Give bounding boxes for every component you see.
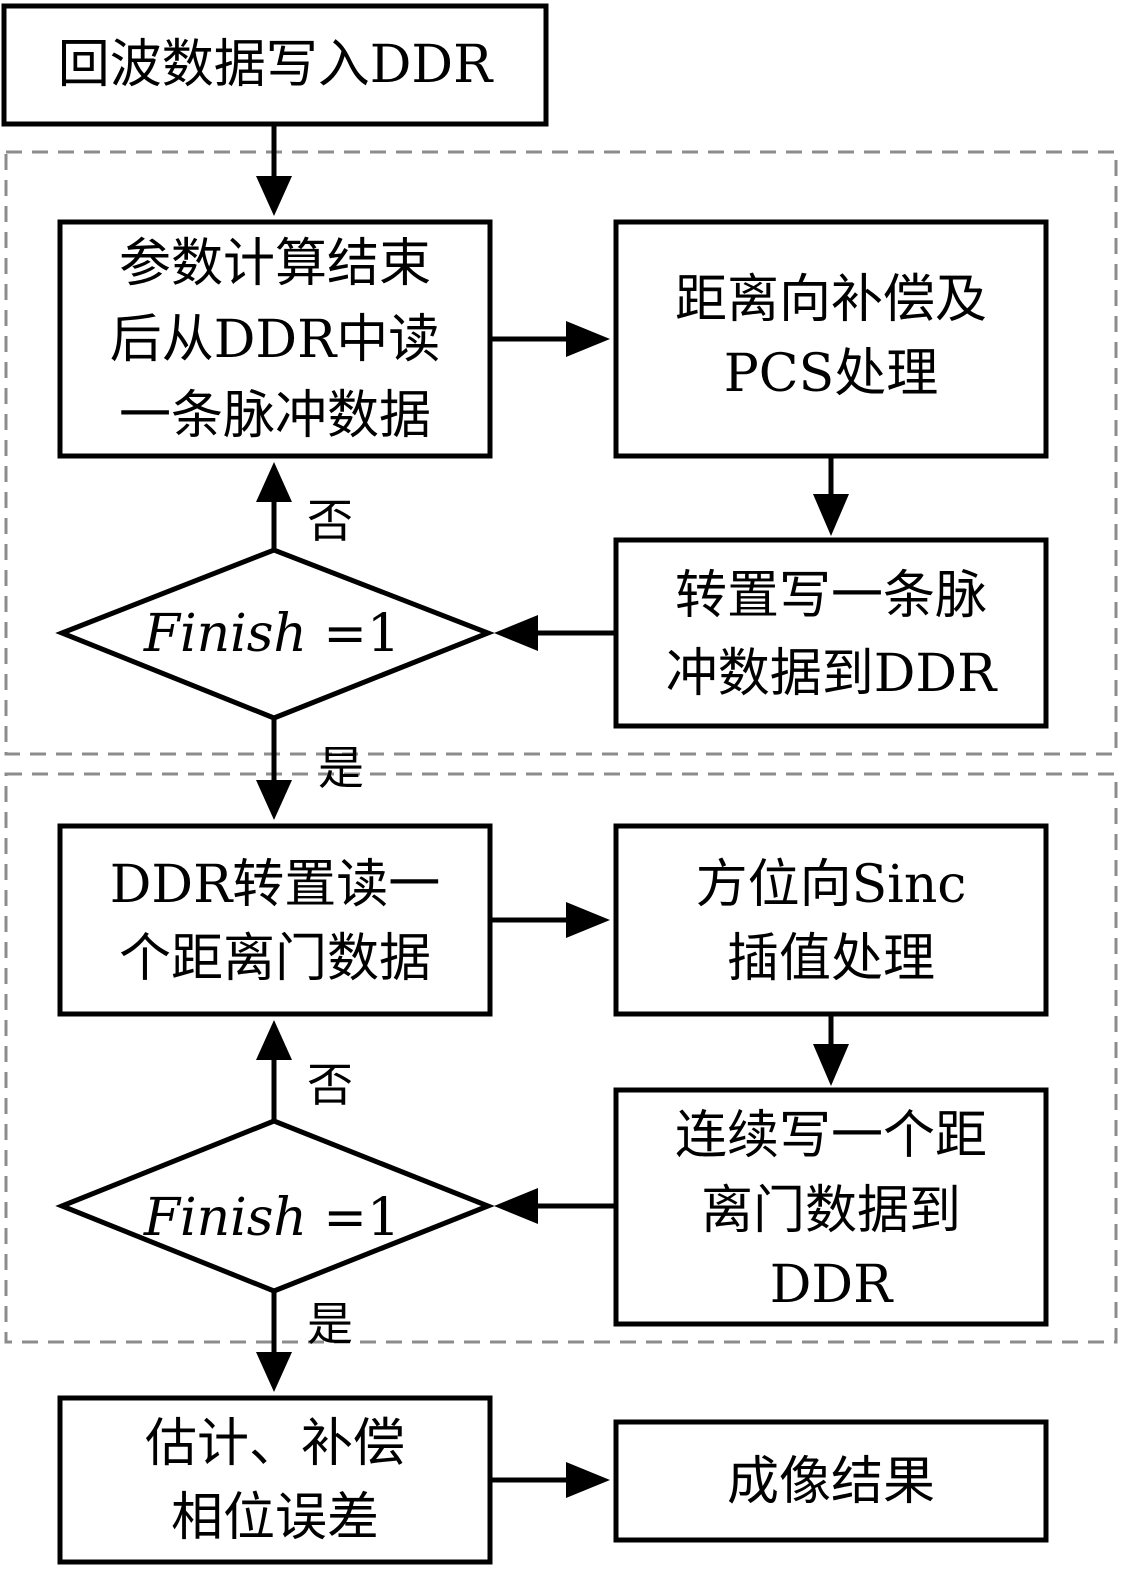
arrowhead xyxy=(256,1020,292,1060)
arrowhead xyxy=(566,321,610,357)
arrowhead xyxy=(494,1188,538,1224)
edge-label-yes-1: 是 xyxy=(318,741,364,795)
label-result: 成像结果 xyxy=(727,1452,935,1512)
label-phase-err-2: 相位误差 xyxy=(171,1488,379,1548)
edge-label-no-2: 否 xyxy=(307,1058,353,1112)
label-decision-1: Finish =1 xyxy=(143,604,400,664)
label-transpose-read-2: 个距离门数据 xyxy=(119,929,431,989)
group-frame-azimuth xyxy=(4,772,1118,1344)
arrowhead xyxy=(813,494,849,536)
arrowhead xyxy=(256,1352,292,1392)
decision-diamond-2 xyxy=(55,1118,495,1294)
label-range-comp-1: 距离向补偿及 xyxy=(675,270,987,330)
label-transpose-read-1: DDR转置读一 xyxy=(110,855,441,915)
box-transpose-read xyxy=(57,823,493,1017)
arrowhead xyxy=(566,1462,610,1498)
edge-label-yes-2: 是 xyxy=(307,1297,353,1351)
edge-label-no-1: 否 xyxy=(307,494,353,548)
label-sinc-1: 方位向Sinc xyxy=(696,855,967,915)
arrowhead xyxy=(494,615,538,651)
label-write-echo: 回波数据写入DDR xyxy=(58,35,494,95)
box-sinc xyxy=(613,823,1049,1017)
decision-1-op: =1 xyxy=(307,604,400,664)
arrowhead xyxy=(813,1044,849,1086)
label-range-comp-2: PCS处理 xyxy=(724,344,938,404)
label-phase-err-1: 估计、补偿 xyxy=(145,1414,405,1474)
label-cont-write-2: 离门数据到 xyxy=(701,1181,961,1241)
arrowhead xyxy=(256,780,292,820)
label-read-pulse-2: 后从DDR中读 xyxy=(110,310,441,370)
decision-2-var: Finish xyxy=(143,1188,307,1248)
decision-2-op: =1 xyxy=(307,1188,400,1248)
label-cont-write-1: 连续写一个距 xyxy=(675,1106,987,1166)
arrowhead xyxy=(566,902,610,938)
box-phase-err xyxy=(57,1395,493,1565)
box-range-comp xyxy=(613,219,1049,459)
arrowhead xyxy=(256,176,292,216)
box-cont-write xyxy=(613,1087,1049,1327)
box-write-echo xyxy=(1,3,549,127)
decision-1-var: Finish xyxy=(143,604,307,664)
box-result xyxy=(613,1419,1049,1543)
label-read-pulse-3: 一条脉冲数据 xyxy=(119,386,431,446)
label-decision-2: Finish =1 xyxy=(143,1188,400,1248)
label-sinc-2: 插值处理 xyxy=(727,929,935,989)
label-transpose-write-2: 冲数据到DDR xyxy=(666,644,998,704)
decision-diamond-1 xyxy=(55,547,495,721)
group-frame-range xyxy=(4,150,1118,756)
arrowhead xyxy=(256,462,292,502)
label-transpose-write-1: 转置写一条脉 xyxy=(675,566,987,626)
label-cont-write-3: DDR xyxy=(770,1255,894,1315)
label-read-pulse-1: 参数计算结束 xyxy=(119,234,431,294)
box-transpose-write xyxy=(613,537,1049,729)
